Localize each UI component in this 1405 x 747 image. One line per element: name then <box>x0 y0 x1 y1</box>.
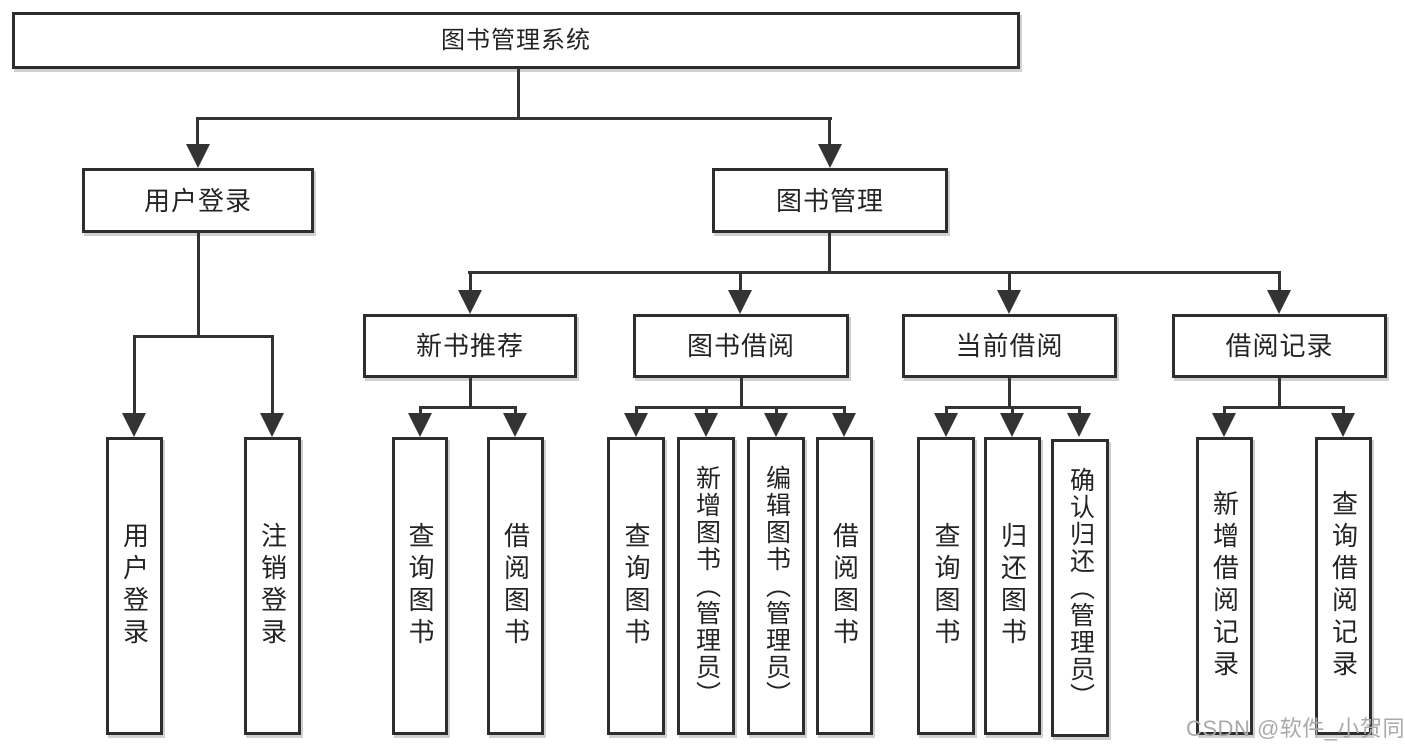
node-user-login-leaf: 用户登录 <box>106 437 163 735</box>
connector-line <box>197 233 200 338</box>
node-label: 新增借阅记录 <box>1209 490 1240 682</box>
node-current-borrow: 当前借阅 <box>902 314 1117 378</box>
node-add-books-admin: 新增图书（管理员） <box>677 437 735 735</box>
node-book-borrow: 图书借阅 <box>633 314 849 378</box>
arrow-down-icon <box>408 413 432 437</box>
node-user-login: 用户登录 <box>82 168 314 233</box>
connector-line <box>419 406 517 409</box>
connector-line <box>740 378 743 409</box>
node-label: 用户登录 <box>119 522 150 650</box>
node-library-management-system: 图书管理系统 <box>12 12 1020 69</box>
connector-line <box>197 117 832 120</box>
arrow-down-icon <box>997 290 1021 314</box>
arrow-down-icon <box>832 413 856 437</box>
node-query-books-2: 查询图书 <box>607 437 665 735</box>
node-confirm-return-admin: 确认归还（管理员） <box>1051 439 1109 737</box>
node-logout-leaf: 注销登录 <box>244 437 301 735</box>
node-query-books-3: 查询图书 <box>917 437 975 735</box>
connector-line <box>1223 406 1344 409</box>
node-label: 查询图书 <box>931 522 961 650</box>
arrow-down-icon <box>1067 413 1091 437</box>
node-label: 用户登录 <box>143 185 252 216</box>
node-borrow-books-1: 借阅图书 <box>487 437 544 735</box>
node-query-borrow-record: 查询借阅记录 <box>1315 437 1372 735</box>
connector-line <box>271 335 274 420</box>
node-label: 确认归还（管理员） <box>1066 466 1095 710</box>
arrow-down-icon <box>458 290 482 314</box>
arrow-down-icon <box>934 413 958 437</box>
connector-line <box>739 271 742 295</box>
node-return-books: 归还图书 <box>984 437 1041 735</box>
node-label: 归还图书 <box>997 522 1028 650</box>
node-label: 新增图书（管理员） <box>692 464 721 708</box>
node-add-borrow-record: 新增借阅记录 <box>1196 437 1253 735</box>
arrow-down-icon <box>624 413 648 437</box>
connector-line <box>1008 378 1011 409</box>
node-label: 编辑图书（管理员） <box>762 464 791 708</box>
node-book-management: 图书管理 <box>712 168 948 233</box>
node-edit-books-admin: 编辑图书（管理员） <box>747 437 805 735</box>
connector-line <box>828 117 831 150</box>
node-label: 当前借阅 <box>955 331 1064 361</box>
node-label: 查询图书 <box>405 522 435 650</box>
connector-line <box>469 271 472 295</box>
node-borrow-records: 借阅记录 <box>1172 314 1387 378</box>
arrow-down-icon <box>1331 413 1355 437</box>
watermark: CSDN @软件_小贺同学 <box>1186 716 1405 741</box>
connector-line <box>517 69 520 120</box>
node-label: 借阅记录 <box>1225 331 1334 361</box>
arrow-down-icon <box>1267 290 1291 314</box>
arrow-down-icon <box>260 413 284 437</box>
arrow-down-icon <box>1000 413 1024 437</box>
arrow-down-icon <box>122 413 146 437</box>
connector-line <box>133 335 136 420</box>
node-label: 图书管理 <box>775 185 884 216</box>
connector-line <box>828 233 831 274</box>
connector-line <box>469 378 472 409</box>
arrow-down-icon <box>1212 413 1236 437</box>
arrow-down-icon <box>764 413 788 437</box>
node-query-books-1: 查询图书 <box>392 437 448 735</box>
node-borrow-books-2: 借阅图书 <box>816 437 873 735</box>
arrow-down-icon <box>818 144 842 168</box>
node-label: 查询借阅记录 <box>1328 490 1359 682</box>
connector-line <box>1278 378 1281 409</box>
node-label: 借阅图书 <box>500 522 531 650</box>
node-label: 图书管理系统 <box>441 26 591 54</box>
connector-line <box>1278 271 1281 295</box>
arrow-down-icon <box>694 413 718 437</box>
arrow-down-icon <box>503 413 527 437</box>
connector-line <box>196 117 199 150</box>
node-new-book-recommend: 新书推荐 <box>363 314 577 378</box>
connector-line <box>1008 271 1011 295</box>
connector-line <box>635 406 846 409</box>
node-label: 新书推荐 <box>415 331 524 361</box>
node-label: 注销登录 <box>257 522 288 650</box>
connector-line <box>468 271 1281 274</box>
arrow-down-icon <box>186 144 210 168</box>
arrow-down-icon <box>728 290 752 314</box>
node-label: 借阅图书 <box>829 522 860 650</box>
node-label: 查询图书 <box>621 522 651 650</box>
node-label: 图书借阅 <box>686 331 795 361</box>
connector-line <box>134 335 274 338</box>
